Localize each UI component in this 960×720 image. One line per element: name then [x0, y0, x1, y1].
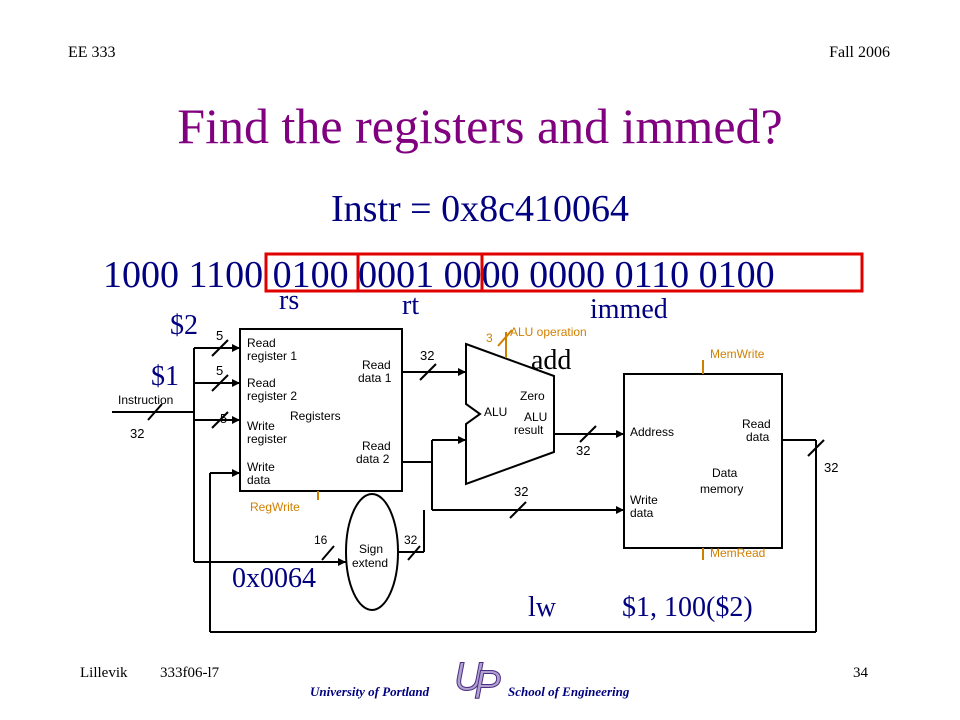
width-5-write: 5	[220, 411, 227, 426]
footer-author: Lillevik	[80, 665, 128, 681]
alu-op-width: 3	[486, 331, 493, 345]
width-32-memread: 32	[824, 460, 838, 475]
reg1-label: $1	[151, 361, 179, 392]
alu-result-label-line2: result	[514, 423, 544, 437]
memread-label: MemRead	[710, 546, 765, 560]
width-32-signext: 32	[404, 533, 418, 547]
write-register-label: Write	[247, 419, 275, 433]
slide-title: Find the registers and immed?	[177, 98, 783, 154]
svg-text:P: P	[474, 663, 501, 700]
alu-zero-label: Zero	[520, 389, 545, 403]
sign-extend-label-line2: extend	[352, 556, 388, 570]
width-32-instr: 32	[130, 426, 144, 441]
mem-write-data-label: Write	[630, 493, 658, 507]
term-label: Fall 2006	[829, 44, 890, 61]
read-data-1-label: Read	[362, 358, 391, 372]
up-logo: U P	[454, 656, 502, 700]
address-label: Address	[630, 425, 674, 439]
footer-university: University of Portland	[310, 684, 430, 699]
instruction-label: Instruction	[118, 393, 173, 407]
write-data-label-line2: data	[247, 473, 271, 487]
footer-file: 333f06-l7	[160, 665, 220, 681]
footer-school: School of Engineering	[508, 684, 630, 699]
read-register-1-label-line2: register 1	[247, 349, 297, 363]
alu-operation-label: ALU operation	[510, 325, 587, 339]
asm-operands: $1, 100($2)	[622, 592, 753, 623]
width-32-rd2: 32	[514, 484, 528, 499]
sign-extend-label: Sign	[359, 542, 383, 556]
data-memory-label-line2: memory	[700, 482, 743, 496]
mem-read-data-label-line2: data	[746, 430, 770, 444]
write-data-label: Write	[247, 460, 275, 474]
memwrite-label: MemWrite	[710, 347, 765, 361]
width-16: 16	[314, 533, 328, 547]
width-5-rs: 5	[216, 328, 223, 343]
asm-op: lw	[528, 592, 556, 623]
write-register-label-line2: register	[247, 432, 287, 446]
data-memory-label: Data	[712, 466, 738, 480]
width-5-rt: 5	[216, 363, 223, 378]
instruction-binary: 1000 1100 0100 0001 0000 0000 0110 0100	[103, 254, 775, 296]
rs-label: rs	[279, 285, 300, 316]
rt-highlight-box	[356, 252, 484, 293]
reg2-label: $2	[170, 310, 198, 341]
immed-label: immed	[590, 294, 668, 325]
regwrite-label: RegWrite	[250, 500, 300, 514]
footer-page: 34	[853, 665, 868, 681]
read-data-2-label: Read	[362, 439, 391, 453]
mem-write-data-label-line2: data	[630, 506, 654, 520]
mem-read-data-label: Read	[742, 417, 771, 431]
read-data-2-label-line2: data 2	[356, 452, 390, 466]
read-register-2-label: Read	[247, 376, 276, 390]
alu-result-label: ALU	[524, 410, 547, 424]
alu-label: ALU	[484, 405, 507, 419]
immed-highlight-box	[480, 252, 864, 293]
registers-label: Registers	[290, 409, 341, 423]
immediate-value: 0x0064	[232, 563, 316, 594]
width-32-result: 32	[576, 443, 590, 458]
course-label: EE 333	[68, 44, 116, 61]
instruction-hex: Instr = 0x8c410064	[331, 188, 629, 230]
rt-label: rt	[402, 290, 420, 321]
width-32-rd1: 32	[420, 348, 434, 363]
read-data-1-label-line2: data 1	[358, 371, 392, 385]
read-register-2-label-line2: register 2	[247, 389, 297, 403]
svg-text:U: U	[454, 656, 484, 699]
read-register-1-label: Read	[247, 336, 276, 350]
rs-highlight-box	[264, 252, 360, 293]
